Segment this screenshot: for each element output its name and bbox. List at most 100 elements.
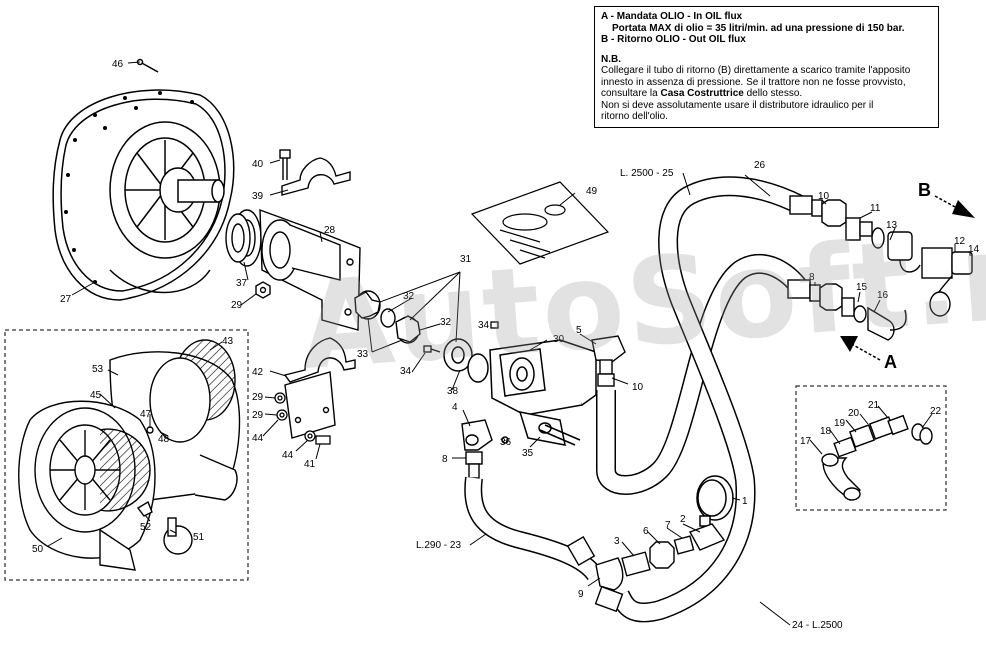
callout-16: 16 <box>877 290 889 301</box>
callout-2: 2 <box>680 514 686 525</box>
callout-28: 28 <box>324 225 336 236</box>
callout-37: 37 <box>236 278 248 289</box>
callout-8b: 8 <box>442 454 448 465</box>
callout-49: 49 <box>586 186 598 197</box>
pump-30 <box>443 338 597 446</box>
callout-22: 22 <box>930 406 942 417</box>
legend-nb-title: N.B. <box>601 53 621 65</box>
callout-41: 41 <box>304 459 316 470</box>
fittings-detail <box>821 414 933 501</box>
callout-46: 46 <box>112 59 124 70</box>
fitting-5 <box>591 335 626 387</box>
callout-9: 9 <box>578 589 584 600</box>
screw-34 <box>423 321 499 353</box>
callout-34b: 34 <box>400 366 412 377</box>
hose-26 <box>611 176 805 623</box>
callout-50: 50 <box>32 544 44 555</box>
callout-51: 51 <box>193 532 205 543</box>
sticker-49 <box>470 181 610 265</box>
callout-21: 21 <box>868 400 880 411</box>
callout-18: 18 <box>820 426 832 437</box>
legend-nb-line3-pre: consultare la <box>601 88 661 99</box>
callout-30: 30 <box>553 334 565 345</box>
callout-45: 45 <box>90 390 102 401</box>
callout-29c: 29 <box>252 410 264 421</box>
blower-small <box>18 339 241 571</box>
callout-5: 5 <box>576 325 582 336</box>
callout-10b: 10 <box>632 382 644 393</box>
flow-label-a: A <box>884 352 897 372</box>
fittings-lower-line <box>809 283 907 341</box>
callout-27: 27 <box>60 294 72 305</box>
legend-a-title: A - Mandata OLIO - In OIL flux <box>601 11 743 22</box>
flow-arrow-b <box>934 195 975 218</box>
callout-33: 33 <box>357 349 369 360</box>
callout-4: 4 <box>452 402 458 413</box>
legend-nb-line1: Collegare il tubo di ritorno (B) diretta… <box>601 65 911 76</box>
hose-label-top: L. 2500 - 25 <box>620 168 674 179</box>
callout-32b: 32 <box>440 317 452 328</box>
hose-label-left: L.290 - 23 <box>416 540 461 551</box>
callout-11: 11 <box>870 203 881 214</box>
callout-labels: 46 27 37 29 40 39 28 42 29 29 44 44 41 3… <box>32 59 980 600</box>
callout-29b: 29 <box>252 392 264 403</box>
callout-35: 35 <box>522 448 534 459</box>
hose-label-bottom: 24 - L.2500 <box>792 620 843 631</box>
callout-47: 47 <box>140 409 152 420</box>
callout-13: 13 <box>886 220 898 231</box>
callout-20: 20 <box>848 408 860 419</box>
callout-10a: 10 <box>818 191 830 202</box>
callout-43: 43 <box>222 336 234 347</box>
callout-15: 15 <box>856 282 868 293</box>
callout-39: 39 <box>252 191 264 202</box>
callout-34a: 34 <box>478 320 490 331</box>
fitting-4 <box>461 419 493 451</box>
legend-nb-line3: consultare la Casa Costruttrice dello st… <box>601 88 932 100</box>
legend-nb-line2: innesto in assenza di pressione. Se il t… <box>601 76 906 88</box>
callout-1: 1 <box>742 496 748 507</box>
callout-6: 6 <box>643 526 649 537</box>
fittings-lower-center <box>595 523 726 591</box>
clamp-39 <box>281 157 351 196</box>
bolt-40 <box>279 149 291 180</box>
flange-37 <box>225 209 262 267</box>
legend-nb-line4: Non si deve assolutamente usare il distr… <box>601 99 874 111</box>
hose-length-labels: L. 2500 - 25 L.290 - 23 24 - L.2500 <box>416 168 843 631</box>
callout-44a: 44 <box>252 433 264 444</box>
detail-box-right <box>795 385 947 511</box>
bracket-42 <box>283 337 356 439</box>
bolt-46 <box>136 58 159 73</box>
callout-14: 14 <box>968 244 980 255</box>
callout-31: 31 <box>460 254 472 265</box>
callout-48: 48 <box>158 434 170 445</box>
leader-lines <box>47 61 971 587</box>
detail-box-left <box>4 329 249 581</box>
callout-40: 40 <box>252 159 264 170</box>
hose-24 <box>596 253 810 495</box>
legend-nb-line3-post: dello stesso. <box>743 88 803 99</box>
fitting-8-lower <box>465 451 483 479</box>
fittings-upper-line <box>811 199 973 317</box>
flow-label-b: B <box>918 180 931 200</box>
callout-8a: 8 <box>809 272 815 283</box>
blower-large <box>52 89 235 301</box>
flow-arrow-a <box>840 336 881 361</box>
callout-52: 52 <box>140 522 152 533</box>
callout-7: 7 <box>665 520 671 531</box>
callout-19: 19 <box>834 418 846 429</box>
nut-29 <box>255 281 271 299</box>
hose-label-leaders <box>469 172 791 626</box>
callout-44b: 44 <box>282 450 294 461</box>
callout-53: 53 <box>92 364 104 375</box>
hose-crimps <box>566 195 813 613</box>
gauge-1 <box>696 475 734 527</box>
callout-17: 17 <box>800 436 812 447</box>
callout-3: 3 <box>614 536 620 547</box>
callout-32a: 32 <box>403 291 415 302</box>
callout-36: 36 <box>500 437 512 448</box>
callout-29a: 29 <box>231 300 243 311</box>
legend-nb-line5: ritorno dell'olio. <box>601 111 668 122</box>
callout-26: 26 <box>754 160 766 171</box>
callout-38: 38 <box>447 386 459 397</box>
